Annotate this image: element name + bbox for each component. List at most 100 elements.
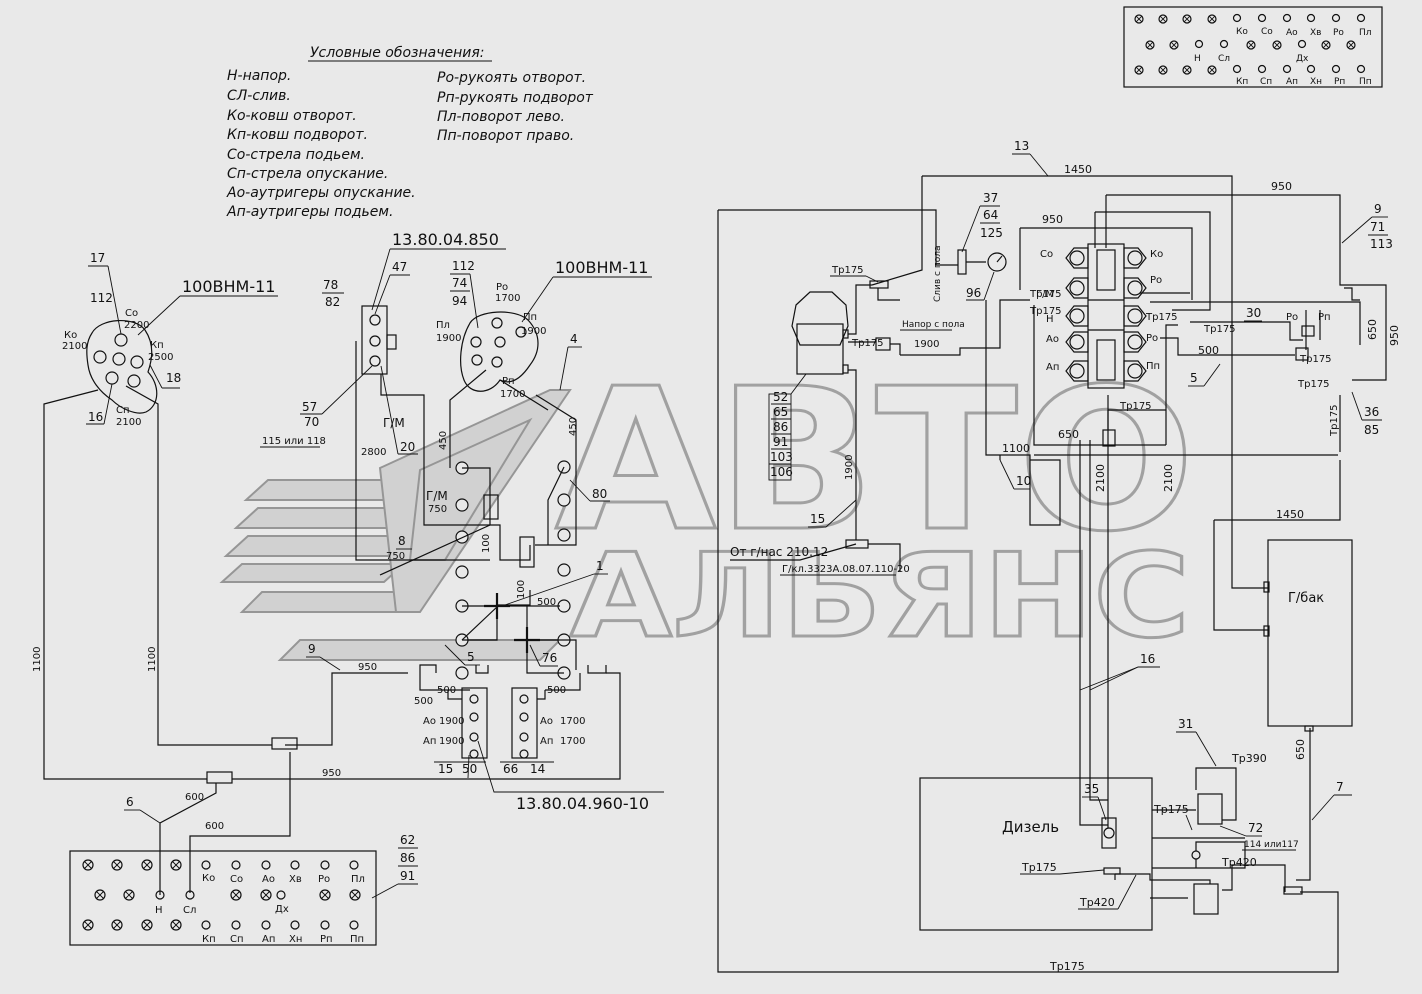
callout: 10 [1016, 474, 1031, 488]
dim: 1900 [844, 455, 855, 480]
callout: 70 [304, 415, 319, 429]
port-circle-icon [455, 666, 469, 680]
panel-bottom-left: Ко Со Ао Хв Ро Пл Н Сл Дх Кп Сп Ап Хн Рп… [69, 850, 377, 946]
pipe: Тр175 [1145, 312, 1178, 323]
port-circle-icon [1282, 13, 1292, 23]
callout: 91 [400, 869, 415, 883]
dim: 600 [205, 821, 224, 832]
callout: 20 [400, 440, 415, 454]
callout: 74 [452, 276, 467, 290]
panel-label: Со [1261, 27, 1273, 37]
from-pump-label: От г/нас 210.12 [730, 545, 828, 559]
dim: 500 [437, 685, 456, 696]
dim: 950 [1388, 325, 1401, 346]
crossed-circle-icon [1182, 14, 1192, 24]
port-circle-icon [1331, 13, 1341, 23]
port-label: Рп [1318, 312, 1331, 323]
port-circle-icon [231, 860, 241, 870]
pipe: Тр175 [1153, 803, 1189, 816]
port-circle-icon [1297, 39, 1307, 49]
gm2-label: Г/М [426, 489, 448, 503]
block-960-title: 13.80.04.960-10 [516, 794, 649, 813]
dim: 600 [185, 792, 204, 803]
distributor-port-icon [1065, 331, 1089, 353]
port-label: Ко [64, 330, 77, 341]
port-circle-icon [290, 860, 300, 870]
callout: 35 [1084, 782, 1099, 796]
crossed-circle-icon [1134, 65, 1144, 75]
panel-label: Ко [1236, 27, 1248, 37]
callout: 62 [400, 833, 415, 847]
port-circle-icon [455, 498, 469, 512]
crossed-circle-icon [111, 919, 123, 931]
pipe: Тр175 [831, 265, 864, 276]
callout: 85 [1364, 423, 1379, 437]
panel-label: Ао [1286, 28, 1298, 38]
panel-label: Сл [183, 905, 196, 916]
distributor-right-ports [1123, 247, 1147, 382]
port-circle-icon [455, 530, 469, 544]
alt-part: 114 или117 [1244, 840, 1299, 850]
left-network-labels: 4 450 450 Г/М 750 80 100 8 750 1 100 500… [32, 332, 649, 899]
callout: 8 [398, 534, 406, 548]
port-circle-icon [320, 860, 330, 870]
port-label: Ко [1150, 249, 1163, 260]
callout: 57 [302, 400, 317, 414]
port-label: Н [1046, 314, 1054, 325]
port-label: Ап [423, 736, 436, 747]
callout: 76 [542, 651, 557, 665]
port-circle-icon [231, 920, 241, 930]
panel-label: Сп [230, 934, 244, 945]
pipe: Тр175 [1049, 960, 1085, 973]
port-circle-icon [349, 920, 359, 930]
dim: 1900 [914, 339, 939, 350]
pipe: Тр175 [1029, 289, 1062, 300]
port-label: Ро [1150, 275, 1162, 286]
pipe: Тр175 [1029, 306, 1062, 317]
gm-label: Г/М [383, 416, 405, 430]
callout: 5 [1190, 371, 1198, 385]
legend-item: Ро-рукоять отворот. [437, 70, 586, 86]
port-circle-icon [201, 860, 211, 870]
panel-label: Хн [1310, 77, 1322, 87]
drain-label: Слив с пола [933, 245, 943, 302]
callout: 96 [966, 286, 981, 300]
crossed-circle-icon [260, 889, 272, 901]
panel-label: Ро [318, 874, 330, 885]
gauge: 37 64 125 96 [957, 191, 1007, 301]
dim: 1900 [521, 326, 546, 337]
dim: 1100 [147, 647, 158, 672]
pump: Тр175 Тр175 Напор с пола 1900 Слив с пол… [730, 245, 965, 576]
crossed-circle-icon [141, 919, 153, 931]
dim: 650 [1294, 739, 1307, 760]
dim: 950 [358, 662, 377, 673]
panel-bottom-left-symbols [82, 859, 361, 931]
pipe: Тр175 [851, 338, 884, 349]
callout: 18 [166, 371, 181, 385]
port-circle-icon [1257, 64, 1267, 74]
panel-label: Н [1194, 54, 1201, 64]
legend-item: Сп-стрела опускание. [227, 166, 388, 182]
legend-item: Со-стрела подьем. [227, 147, 365, 163]
dim: 450 [438, 431, 449, 450]
distributor-port-icon [1065, 277, 1089, 299]
callout: 50 [462, 762, 477, 776]
panel-label: Пп [1359, 77, 1372, 87]
dim: 650 [1366, 319, 1379, 340]
crossed-circle-icon [230, 889, 242, 901]
callout: 112 [452, 259, 475, 273]
port-label: Ап [540, 736, 553, 747]
distributor-port-icon [1123, 360, 1147, 382]
crossed-circle-icon [170, 919, 182, 931]
panel-label: Кп [1236, 77, 1248, 87]
port-circle-icon [455, 565, 469, 579]
legend-item: Н-напор. [227, 68, 291, 84]
port-circle-icon [1356, 13, 1366, 23]
callout: 16 [88, 410, 103, 424]
callout: 4 [570, 332, 578, 346]
port-circle-icon [320, 920, 330, 930]
callout: 6 [126, 795, 134, 809]
port-circle-icon [1232, 13, 1242, 23]
legend-item: Ао-аутригеры опускание. [226, 185, 416, 201]
